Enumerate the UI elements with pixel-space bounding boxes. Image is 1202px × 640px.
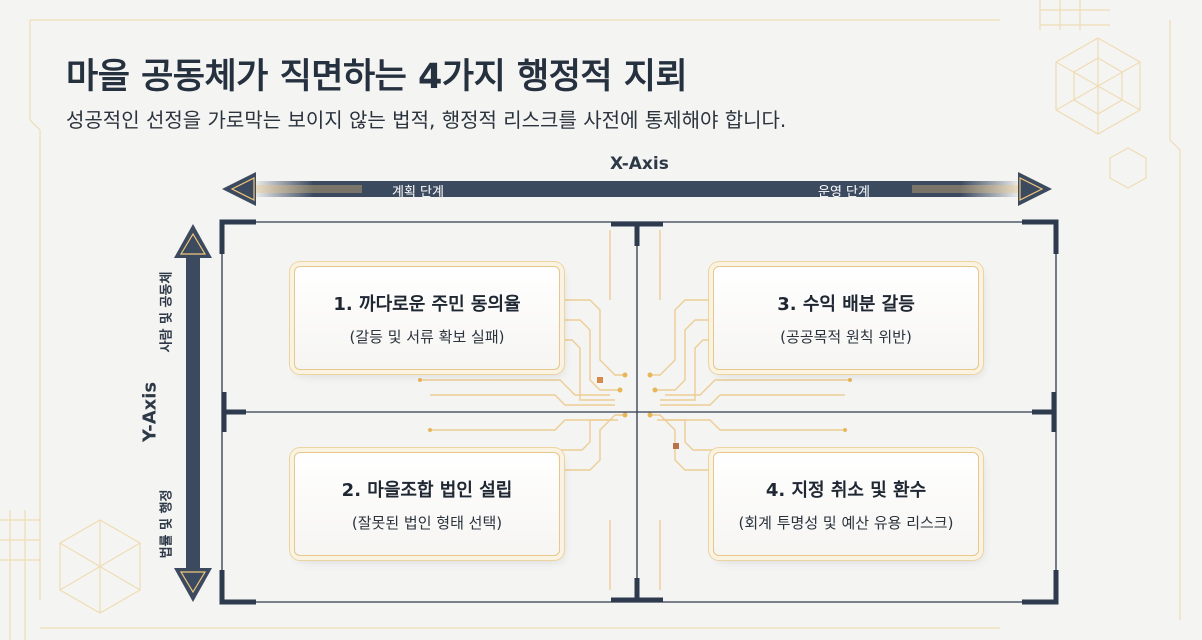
- quadrant-card-3: 3. 수익 배분 갈등 (공공목적 원칙 위반): [713, 266, 979, 370]
- quadrant-card-1: 1. 까다로운 주민 동의율 (갈등 및 서류 확보 실패): [294, 266, 560, 370]
- quadrant-card-4: 4. 지정 취소 및 환수 (회계 투명성 및 예산 유용 리스크): [713, 452, 979, 556]
- y-axis-top-label: 사람 및 공동체: [159, 271, 175, 353]
- quadrant-3-title: 3. 수익 배분 갈등: [777, 293, 915, 315]
- page-title: 마을 공동체가 직면하는 4가지 행정적 지뢰: [66, 57, 688, 97]
- quadrant-3-subtitle: (공공목적 원칙 위반): [780, 327, 912, 346]
- x-axis-left-label: 계획 단계: [392, 185, 444, 200]
- quadrant-2-title: 2. 마을조합 법인 설립: [341, 479, 513, 501]
- quadrant-2-subtitle: (잘못된 법인 형태 선택): [351, 513, 503, 532]
- y-axis-title: Y-Axis: [139, 381, 161, 443]
- quadrant-1-title: 1. 까다로운 주민 동의율: [333, 293, 521, 315]
- page-subtitle: 성공적인 선정을 가로막는 보이지 않는 법적, 행정적 리스크를 사전에 통제…: [66, 108, 787, 132]
- quadrant-4-title: 4. 지정 취소 및 환수: [765, 479, 927, 501]
- y-axis-bottom-label: 법률 및 행정: [159, 489, 175, 559]
- quadrant-card-2: 2. 마을조합 법인 설립 (잘못된 법인 형태 선택): [294, 452, 560, 556]
- quadrant-4-subtitle: (회계 투명성 및 예산 유용 리스크): [738, 513, 954, 532]
- quadrant-1-subtitle: (갈등 및 서류 확보 실패): [349, 327, 505, 346]
- x-axis-arrow: [222, 172, 1052, 206]
- x-axis-right-label: 운영 단계: [818, 185, 870, 200]
- y-axis-arrow: [174, 224, 212, 602]
- x-axis-title: X-Axis: [610, 154, 669, 174]
